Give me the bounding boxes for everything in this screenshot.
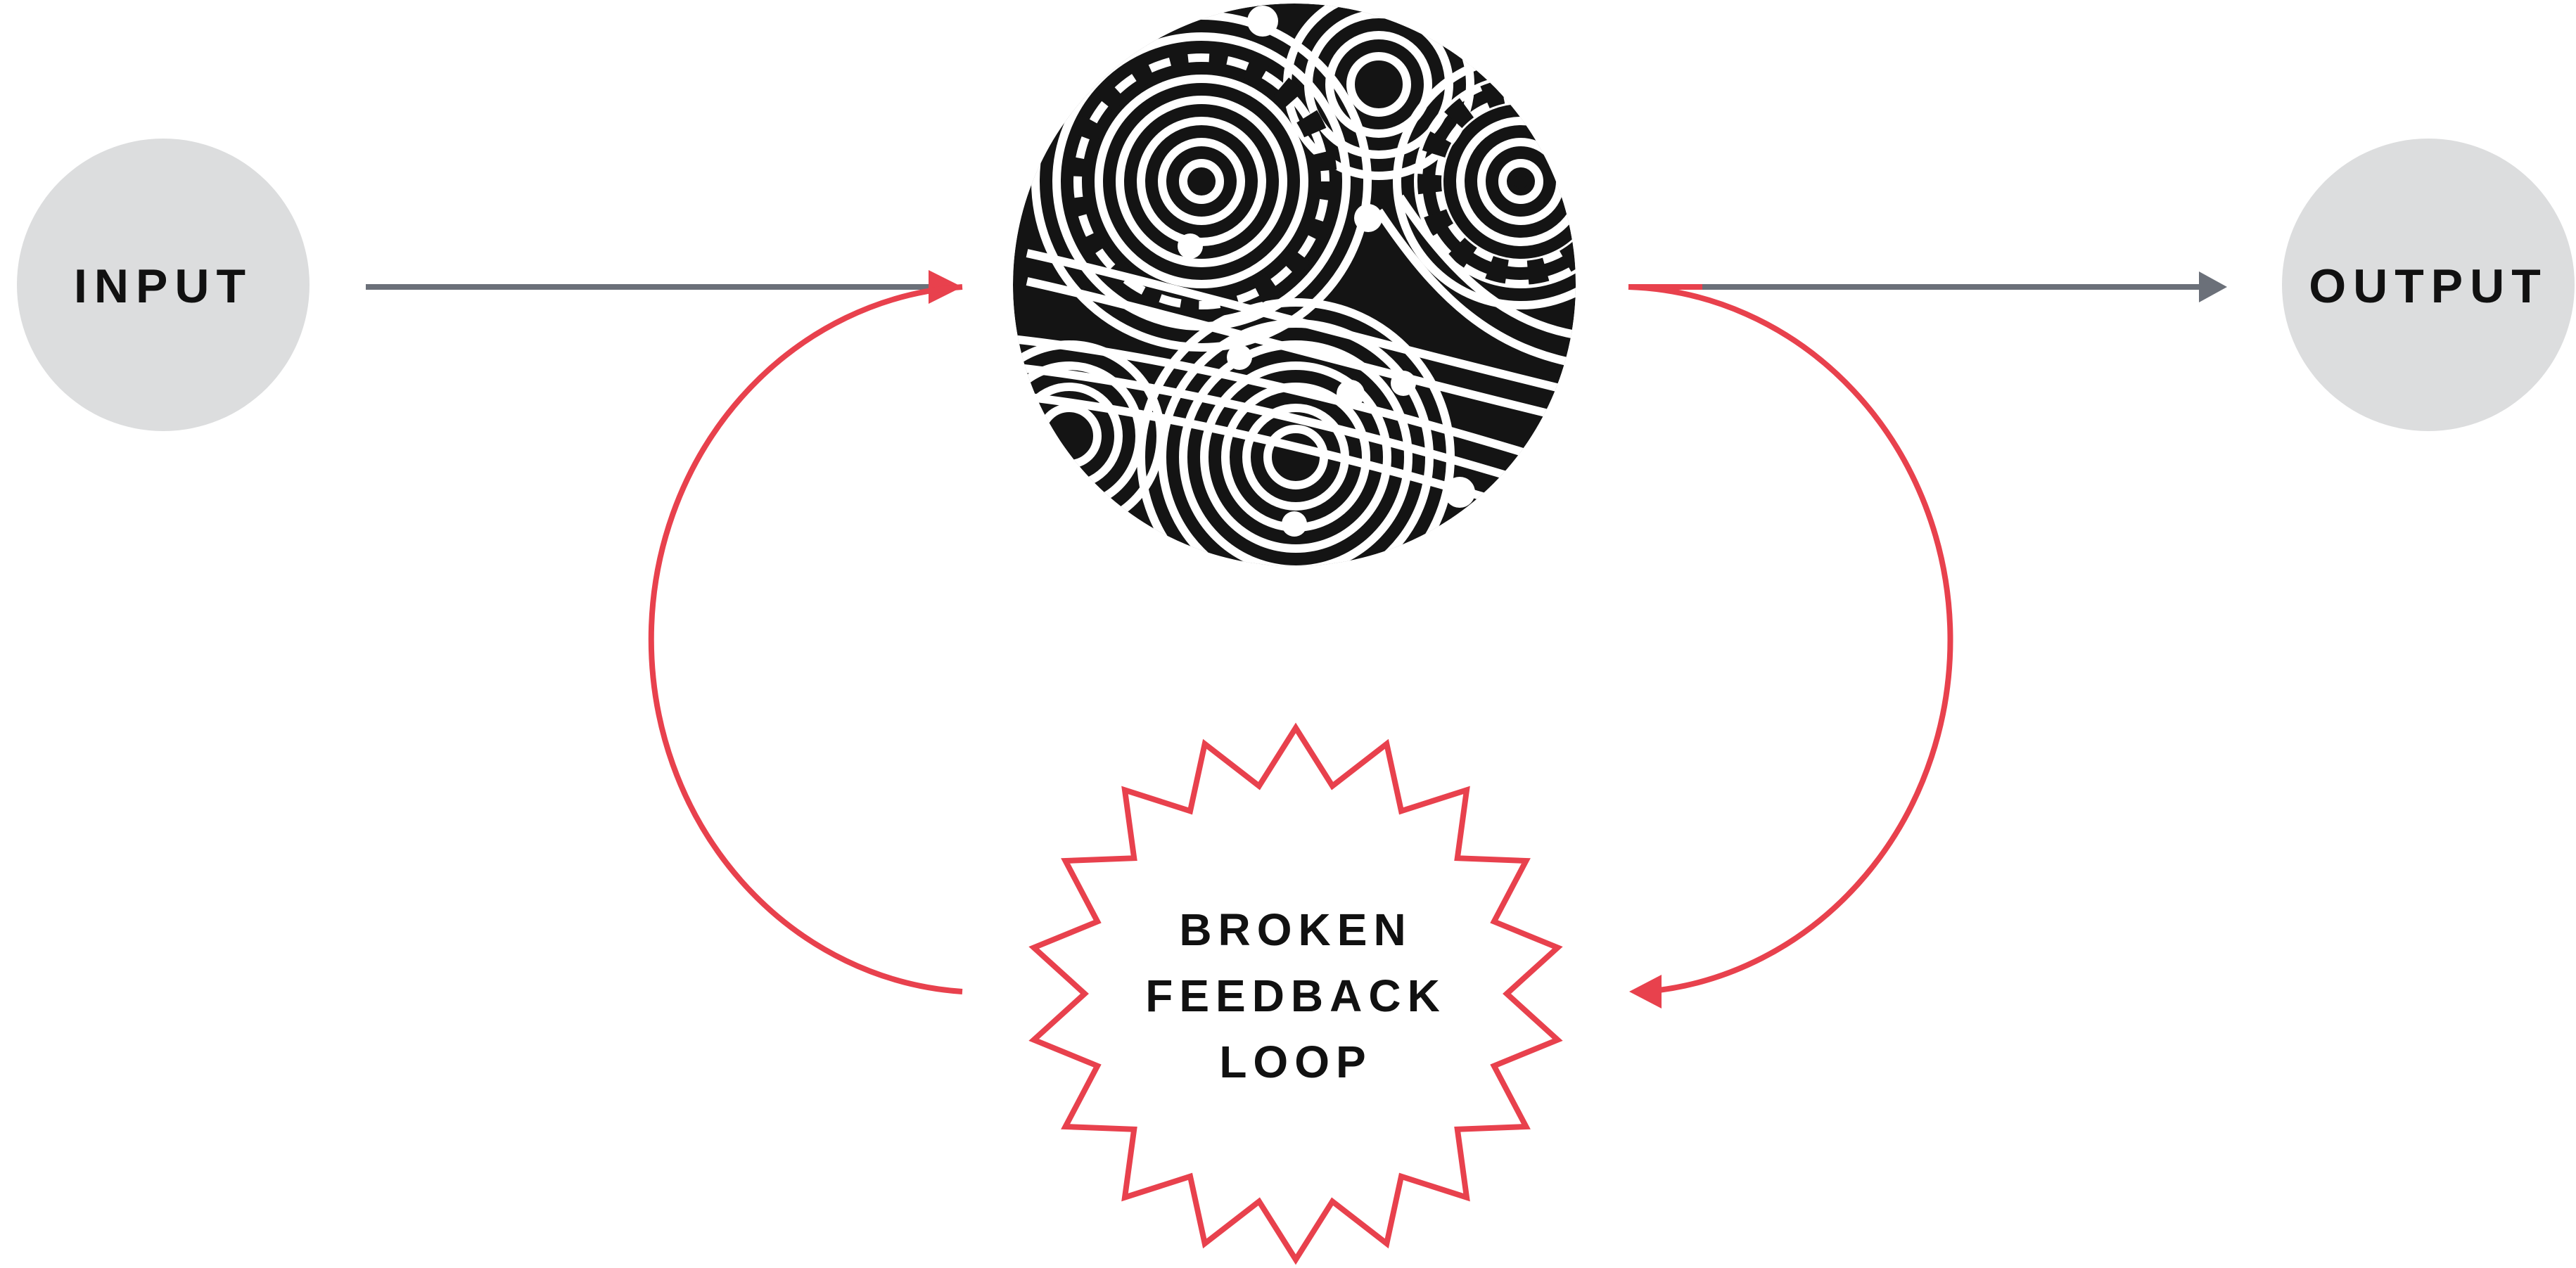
feedback-label-line3: LOOP [1219,1037,1372,1087]
process-to-output-arrow [1628,271,2227,302]
feedback-label-line1: BROKEN [1179,904,1412,955]
tangled-spirals-gears-icon [978,0,1645,612]
input-to-process-arrow [366,270,962,304]
feedback-arc-right [1628,287,1950,1008]
broken-feedback-loop-burst: BROKEN FEEDBACK LOOP [1034,728,1558,1260]
input-label: INPUT [74,260,253,313]
feedback-label-line2: FEEDBACK [1145,971,1446,1021]
output-node: OUTPUT [2282,139,2575,431]
input-node: INPUT [17,139,310,431]
feedback-arc-left [651,287,962,992]
output-label: OUTPUT [2309,260,2548,313]
